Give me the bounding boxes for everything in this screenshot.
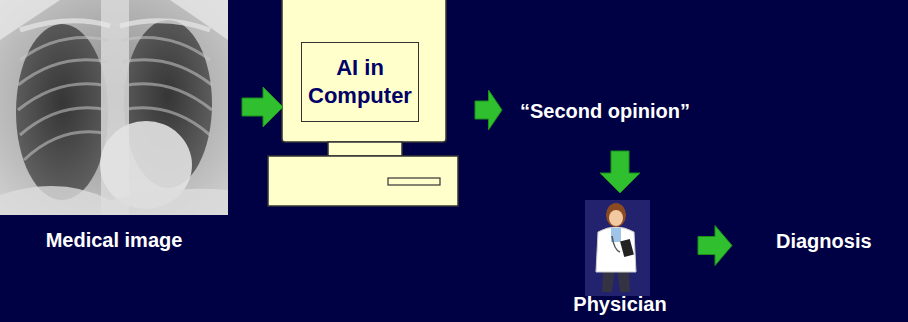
output-text: “Second opinion” xyxy=(516,98,694,125)
block-arrow xyxy=(242,87,283,127)
shoulder xyxy=(0,0,60,40)
figure-tile xyxy=(585,200,650,296)
computer-screen-box: AI in Computer xyxy=(301,42,419,122)
monitor xyxy=(282,0,446,142)
monitor-neck xyxy=(328,142,402,156)
hair xyxy=(606,203,626,227)
block-arrow xyxy=(475,90,502,130)
white-coat xyxy=(596,227,636,272)
rib xyxy=(122,60,212,85)
rib xyxy=(122,38,210,61)
physician-figure xyxy=(585,200,650,296)
drive-slot xyxy=(388,178,440,185)
clipboard xyxy=(620,239,634,257)
rib xyxy=(18,84,108,110)
node-text: Diagnosis xyxy=(776,230,872,253)
rib xyxy=(24,132,108,160)
physician-node: Physician xyxy=(570,196,670,320)
result-text: Diagnosis xyxy=(772,228,876,255)
node-text: AI in Computer xyxy=(305,54,415,110)
lung xyxy=(16,24,108,200)
ribs xyxy=(18,38,212,161)
clavicle xyxy=(120,21,210,30)
clavicle xyxy=(20,21,110,30)
node-text: “Second opinion” xyxy=(520,100,690,123)
image-node: Medical image xyxy=(0,0,228,256)
computer xyxy=(268,0,458,206)
xray-ground xyxy=(0,0,228,215)
rib xyxy=(18,60,108,85)
chest-xray xyxy=(0,0,228,215)
node-text: Physician xyxy=(573,293,666,316)
node-text: Medical image xyxy=(46,229,183,252)
block-arrow xyxy=(698,226,732,266)
rib xyxy=(122,108,210,135)
stethoscope xyxy=(612,236,620,252)
block-arrow xyxy=(600,151,640,193)
rib xyxy=(20,38,108,61)
diaphragm xyxy=(0,186,228,215)
face xyxy=(609,210,623,226)
computer-base xyxy=(268,156,458,206)
rib xyxy=(122,84,212,110)
